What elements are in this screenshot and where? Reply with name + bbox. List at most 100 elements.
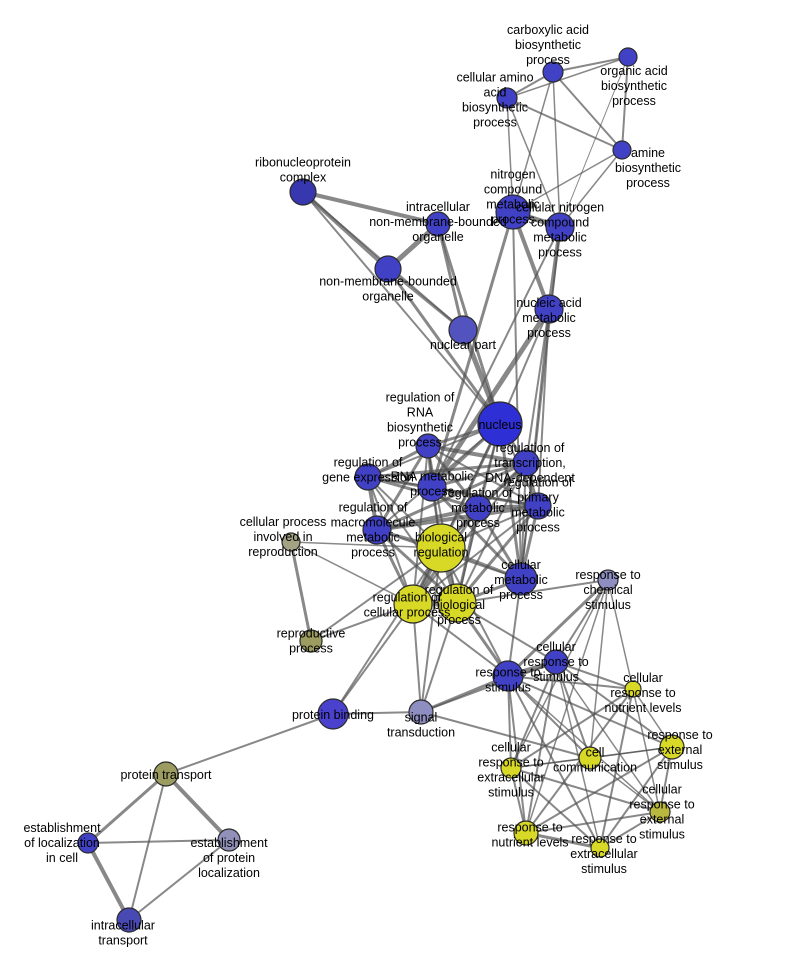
node-cellrespnutr[interactable] [624, 680, 642, 698]
edge-regmetab-regmacro [375, 506, 480, 532]
edge-respstim-cellcomm [507, 675, 591, 759]
edge-cellrespext-respextrac [599, 811, 661, 849]
edge-nucacid-regprimary [537, 308, 550, 507]
node-cellcomm[interactable] [578, 746, 602, 770]
node-bioreg[interactable] [416, 523, 466, 573]
node-regtransc[interactable] [512, 449, 540, 477]
node-amine[interactable] [612, 140, 632, 160]
node-prottrans[interactable] [153, 761, 179, 787]
edge-prottrans-intratrans [128, 773, 167, 921]
edge-regtransc-cellmetab [520, 462, 527, 580]
node-rnametab[interactable] [417, 472, 447, 502]
node-respstim[interactable] [492, 660, 524, 692]
edge-amino-nitrogen [506, 97, 514, 213]
edge-regtransc-regmacro [375, 461, 528, 532]
node-regprimary[interactable] [524, 492, 552, 520]
edge-carboxylic-organic [552, 56, 629, 73]
edge-respstim-respnutr [507, 675, 527, 834]
edge-amine-cellnitrogen [559, 149, 623, 228]
node-cellnitrogen[interactable] [545, 212, 575, 242]
edge-amino-amine [506, 97, 623, 151]
node-cellrespstim[interactable] [543, 649, 569, 675]
edge-respstim-sigtrans [419, 674, 510, 714]
edge-establoc-estabprot [87, 839, 230, 844]
node-estabprot[interactable] [217, 828, 241, 852]
edge-regtransc-reggene [366, 461, 528, 479]
node-cellprocrepro[interactable] [281, 532, 301, 552]
node-reproproc[interactable] [299, 629, 323, 653]
edge-cellrespnutr-cellrespextrac [510, 688, 634, 769]
edge-cellrespstim-respext [555, 661, 673, 748]
edge-nucacid-cellmetab [520, 308, 550, 580]
node-reggene[interactable] [354, 463, 382, 491]
edge-respstim-cellrespnutr [507, 675, 634, 690]
edge-organic-amine [621, 56, 629, 151]
node-cellmetab[interactable] [504, 562, 538, 596]
edge-carboxylic-nitrogen [512, 71, 554, 213]
node-nitrogen[interactable] [495, 194, 531, 230]
edge-respchem-cellcomm [589, 579, 609, 759]
edge-cellrespextrac-respextrac [510, 767, 601, 849]
node-amino[interactable] [496, 87, 518, 109]
edge-cellprocrepro-bioreg [290, 541, 442, 549]
node-regmetab[interactable] [464, 494, 492, 522]
edge-regtransc-rnametab [430, 461, 528, 489]
node-regcellproc[interactable] [393, 584, 433, 624]
node-nucleus[interactable] [477, 401, 523, 447]
edge-rnp-nucleus [302, 191, 501, 425]
node-respextrac[interactable] [590, 838, 610, 858]
edge-carboxylic-cellnitrogen [552, 71, 561, 228]
edge-regrna-regprimary [427, 445, 539, 507]
node-intraorg[interactable] [425, 211, 451, 237]
node-carboxylic[interactable] [542, 61, 564, 83]
edge-cellcomm-cellrespext [589, 757, 661, 813]
edge-cellcomm-sigtrans [420, 711, 591, 759]
node-regmacro[interactable] [362, 515, 392, 545]
node-nucpart[interactable] [448, 315, 478, 345]
node-cellrespext[interactable] [649, 801, 671, 823]
edge-organic-amino [506, 56, 629, 99]
edge-respext-respnutr [525, 746, 673, 834]
node-respchem[interactable] [597, 569, 619, 591]
node-nmborg[interactable] [374, 255, 402, 283]
edge-respstim-respext [507, 675, 673, 748]
edge-respext-respextrac [599, 746, 673, 849]
node-protbind[interactable] [317, 698, 349, 730]
edge-nmborg-nucleus [386, 267, 502, 426]
node-intratrans[interactable] [116, 907, 142, 933]
edge-regbioproc-respchem [456, 579, 609, 604]
node-rnp[interactable] [289, 178, 317, 206]
edge-nucacid-regtransc [525, 308, 550, 464]
edge-estabprot-intratrans [128, 839, 230, 921]
edge-regcellproc-protbind [332, 603, 414, 715]
edge-cellrespextrac-cellrespext [510, 767, 661, 813]
edge-cellprocrepro-reproproc [289, 540, 313, 643]
edge-regprimary-regbioproc [455, 504, 540, 605]
node-organic[interactable] [618, 47, 638, 67]
edge-amino-cellnitrogen [506, 97, 561, 228]
node-regrna[interactable] [415, 433, 441, 459]
edge-rnp-intraorg [301, 190, 440, 226]
edge-regrna-regtransc [426, 444, 528, 465]
node-nucacid[interactable] [534, 294, 564, 324]
edge-protbind-prottrans [165, 713, 334, 775]
edge-cellprocrepro-regcellproc [290, 541, 414, 605]
edge-regcellproc-respstim [412, 603, 509, 677]
edge-respstim-cellrespext [507, 675, 661, 813]
node-cellrespextrac[interactable] [500, 757, 522, 779]
edge-organic-cellnitrogen [559, 56, 629, 228]
node-regbioproc[interactable] [437, 583, 477, 623]
edge-respchem-cellrespstim [555, 579, 609, 663]
edge-cellrespext-respnutr [525, 811, 661, 834]
node-respnutr[interactable] [513, 820, 539, 846]
node-establoc[interactable] [77, 832, 99, 854]
node-sigtrans[interactable] [408, 699, 434, 725]
edge-bioreg-sigtrans [420, 547, 442, 713]
node-respext[interactable] [659, 734, 685, 760]
edge-cellrespstim-cellrespext [555, 661, 661, 813]
edge-nucacid-rnametab [429, 306, 552, 490]
